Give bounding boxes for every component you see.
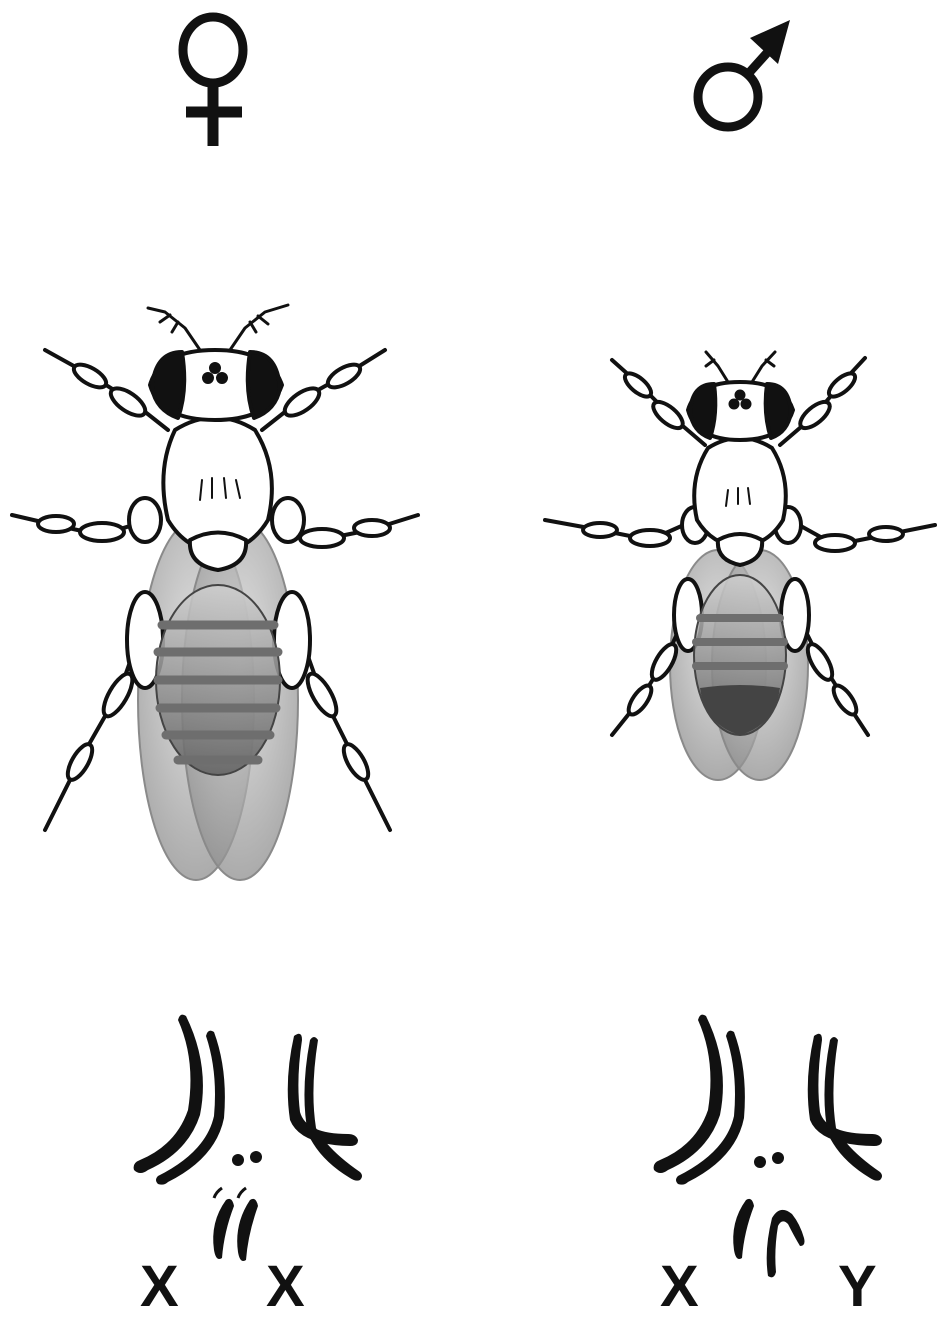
male-antennae — [706, 352, 775, 382]
female-fly-illustration — [12, 305, 418, 880]
male-scutellum — [718, 534, 762, 565]
female-chromosome-label-x2: X — [266, 1258, 305, 1316]
male-thorax — [694, 438, 786, 547]
female-scutellum — [190, 533, 246, 571]
male-fly-illustration — [545, 352, 935, 780]
male-chromosome-label-x: X — [660, 1258, 699, 1316]
male-chromosome-label-y: Y — [838, 1258, 877, 1316]
female-chromosome-label-x1: X — [140, 1258, 179, 1316]
male-karyotype — [654, 1015, 882, 1278]
male-head — [688, 382, 793, 440]
male-abdomen — [694, 575, 786, 735]
female-head — [150, 350, 282, 420]
female-karyotype — [134, 1015, 362, 1261]
female-antennae — [148, 305, 288, 350]
male-symbol-icon — [698, 20, 790, 127]
female-symbol-icon — [183, 17, 243, 146]
female-abdomen — [156, 585, 280, 775]
